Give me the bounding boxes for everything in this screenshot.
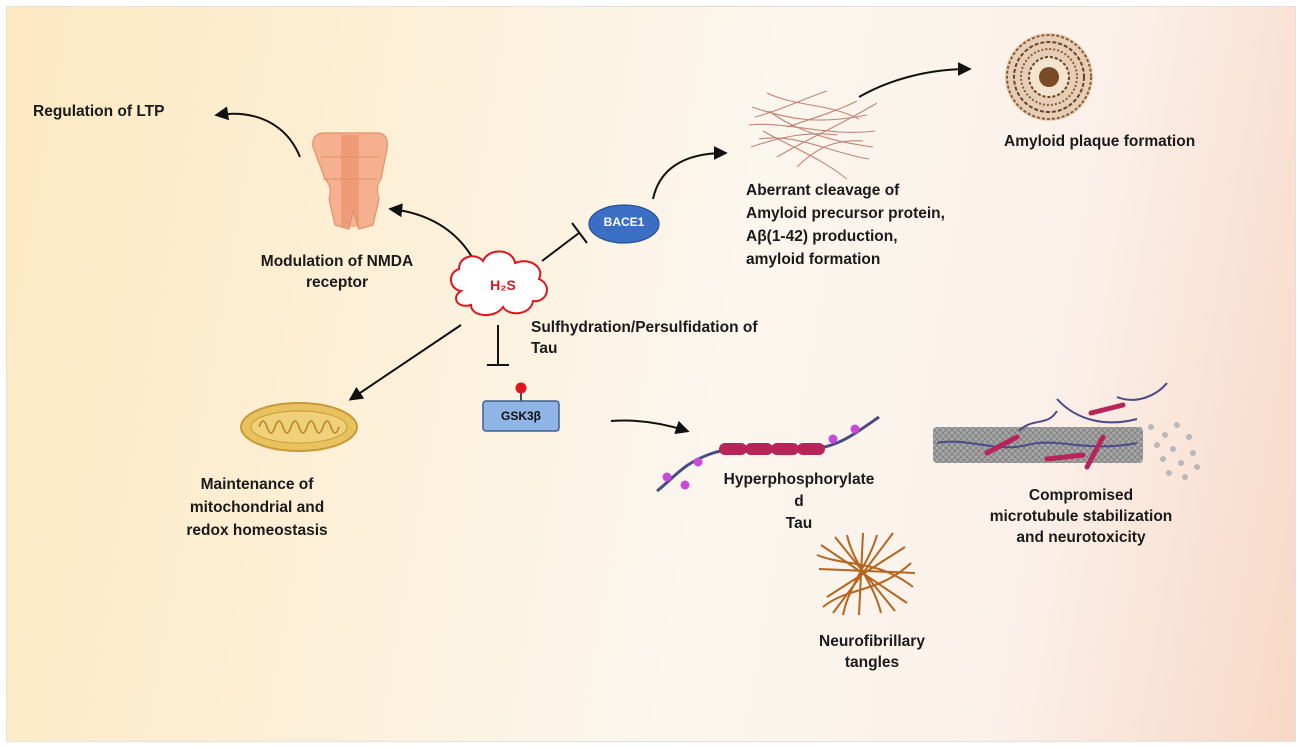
gsk3b-label: GSK3β (500, 409, 541, 423)
arrow-to-ltp (214, 106, 301, 158)
label-hyper-line2: d (794, 493, 804, 510)
neurofibrillary-tangle-icon (816, 532, 916, 616)
label-aberrant-line2: Amyloid precursor protein, (746, 205, 945, 222)
mitochondrion-icon (240, 402, 358, 452)
bace1-label: BACE1 (603, 215, 645, 229)
label-hyper-line3: Tau (785, 515, 813, 532)
gsk-box (482, 400, 560, 432)
label-mito-line2: mitochondrial and (189, 499, 325, 516)
arrow-to-mito (348, 324, 462, 401)
label-nft-line2: tangles (844, 654, 900, 671)
label-hyperphosphorylated-tau: Hyperphosphorylate d Tau (699, 469, 899, 535)
amyloid-fibrils-icon (748, 90, 878, 180)
label-micro-line2: microtubule stabilization (989, 508, 1173, 525)
label-regulation-ltp: Regulation of LTP (33, 103, 165, 120)
label-hyper-line1: Hyperphosphorylate (723, 471, 875, 488)
label-sulfhydration-line1: Sulfhydration/Persulfidation of (531, 319, 758, 336)
label-sulfhydration: Sulfhydration/Persulfidation of Tau (531, 317, 757, 359)
arrow-to-nmda (388, 203, 473, 258)
tau-chain-icon (656, 415, 880, 493)
h2s-label: H₂S (490, 277, 516, 293)
bace1-shape (588, 204, 660, 244)
inhibit-bace1-bar (571, 222, 588, 244)
label-nft-line1: Neurofibrillary (819, 633, 925, 650)
nmda-receptor-icon (312, 132, 388, 230)
label-microtubule: Compromised microtubule stabilization an… (971, 485, 1191, 548)
diagram-canvas: Regulation of LTP Modulation of NMDA rec… (6, 6, 1296, 742)
label-nmda: Modulation of NMDA receptor (247, 251, 427, 293)
arrow-fibrils-to-plaque (858, 62, 972, 98)
label-mitochondrial: Maintenance of mitochondrial and redox h… (157, 473, 357, 542)
label-mito-line1: Maintenance of (200, 476, 314, 493)
label-micro-line1: Compromised (1028, 487, 1134, 504)
label-amyloid-plaque: Amyloid plaque formation (1004, 133, 1196, 150)
h2s-cloud (450, 250, 548, 316)
label-nmda-line1: Modulation of NMDA (260, 253, 414, 270)
inhibit-bace1 (541, 232, 580, 262)
amyloid-plaque-icon (1005, 33, 1093, 121)
label-micro-line3: and neurotoxicity (1016, 529, 1146, 546)
arrow-gsk-to-tau (610, 419, 690, 435)
microtubule-icon (933, 382, 1200, 480)
label-neurofibrillary: Neurofibrillary tangles (787, 631, 957, 673)
label-aberrant-line3: Aβ(1-42) production, (746, 228, 898, 245)
label-aberrant-cleavage: Aberrant cleavage of Amyloid precursor p… (746, 179, 945, 271)
diagram-artwork (214, 33, 1200, 616)
label-aberrant-line4: amyloid formation (746, 251, 881, 268)
arrow-bace-to-fibrils (652, 146, 728, 200)
label-mito-line3: redox homeostasis (186, 522, 328, 539)
label-sulfhydration-line2: Tau (531, 340, 558, 357)
phospho-dot (515, 382, 527, 394)
label-aberrant-line1: Aberrant cleavage of (746, 182, 900, 199)
label-nmda-line2: receptor (305, 274, 369, 291)
